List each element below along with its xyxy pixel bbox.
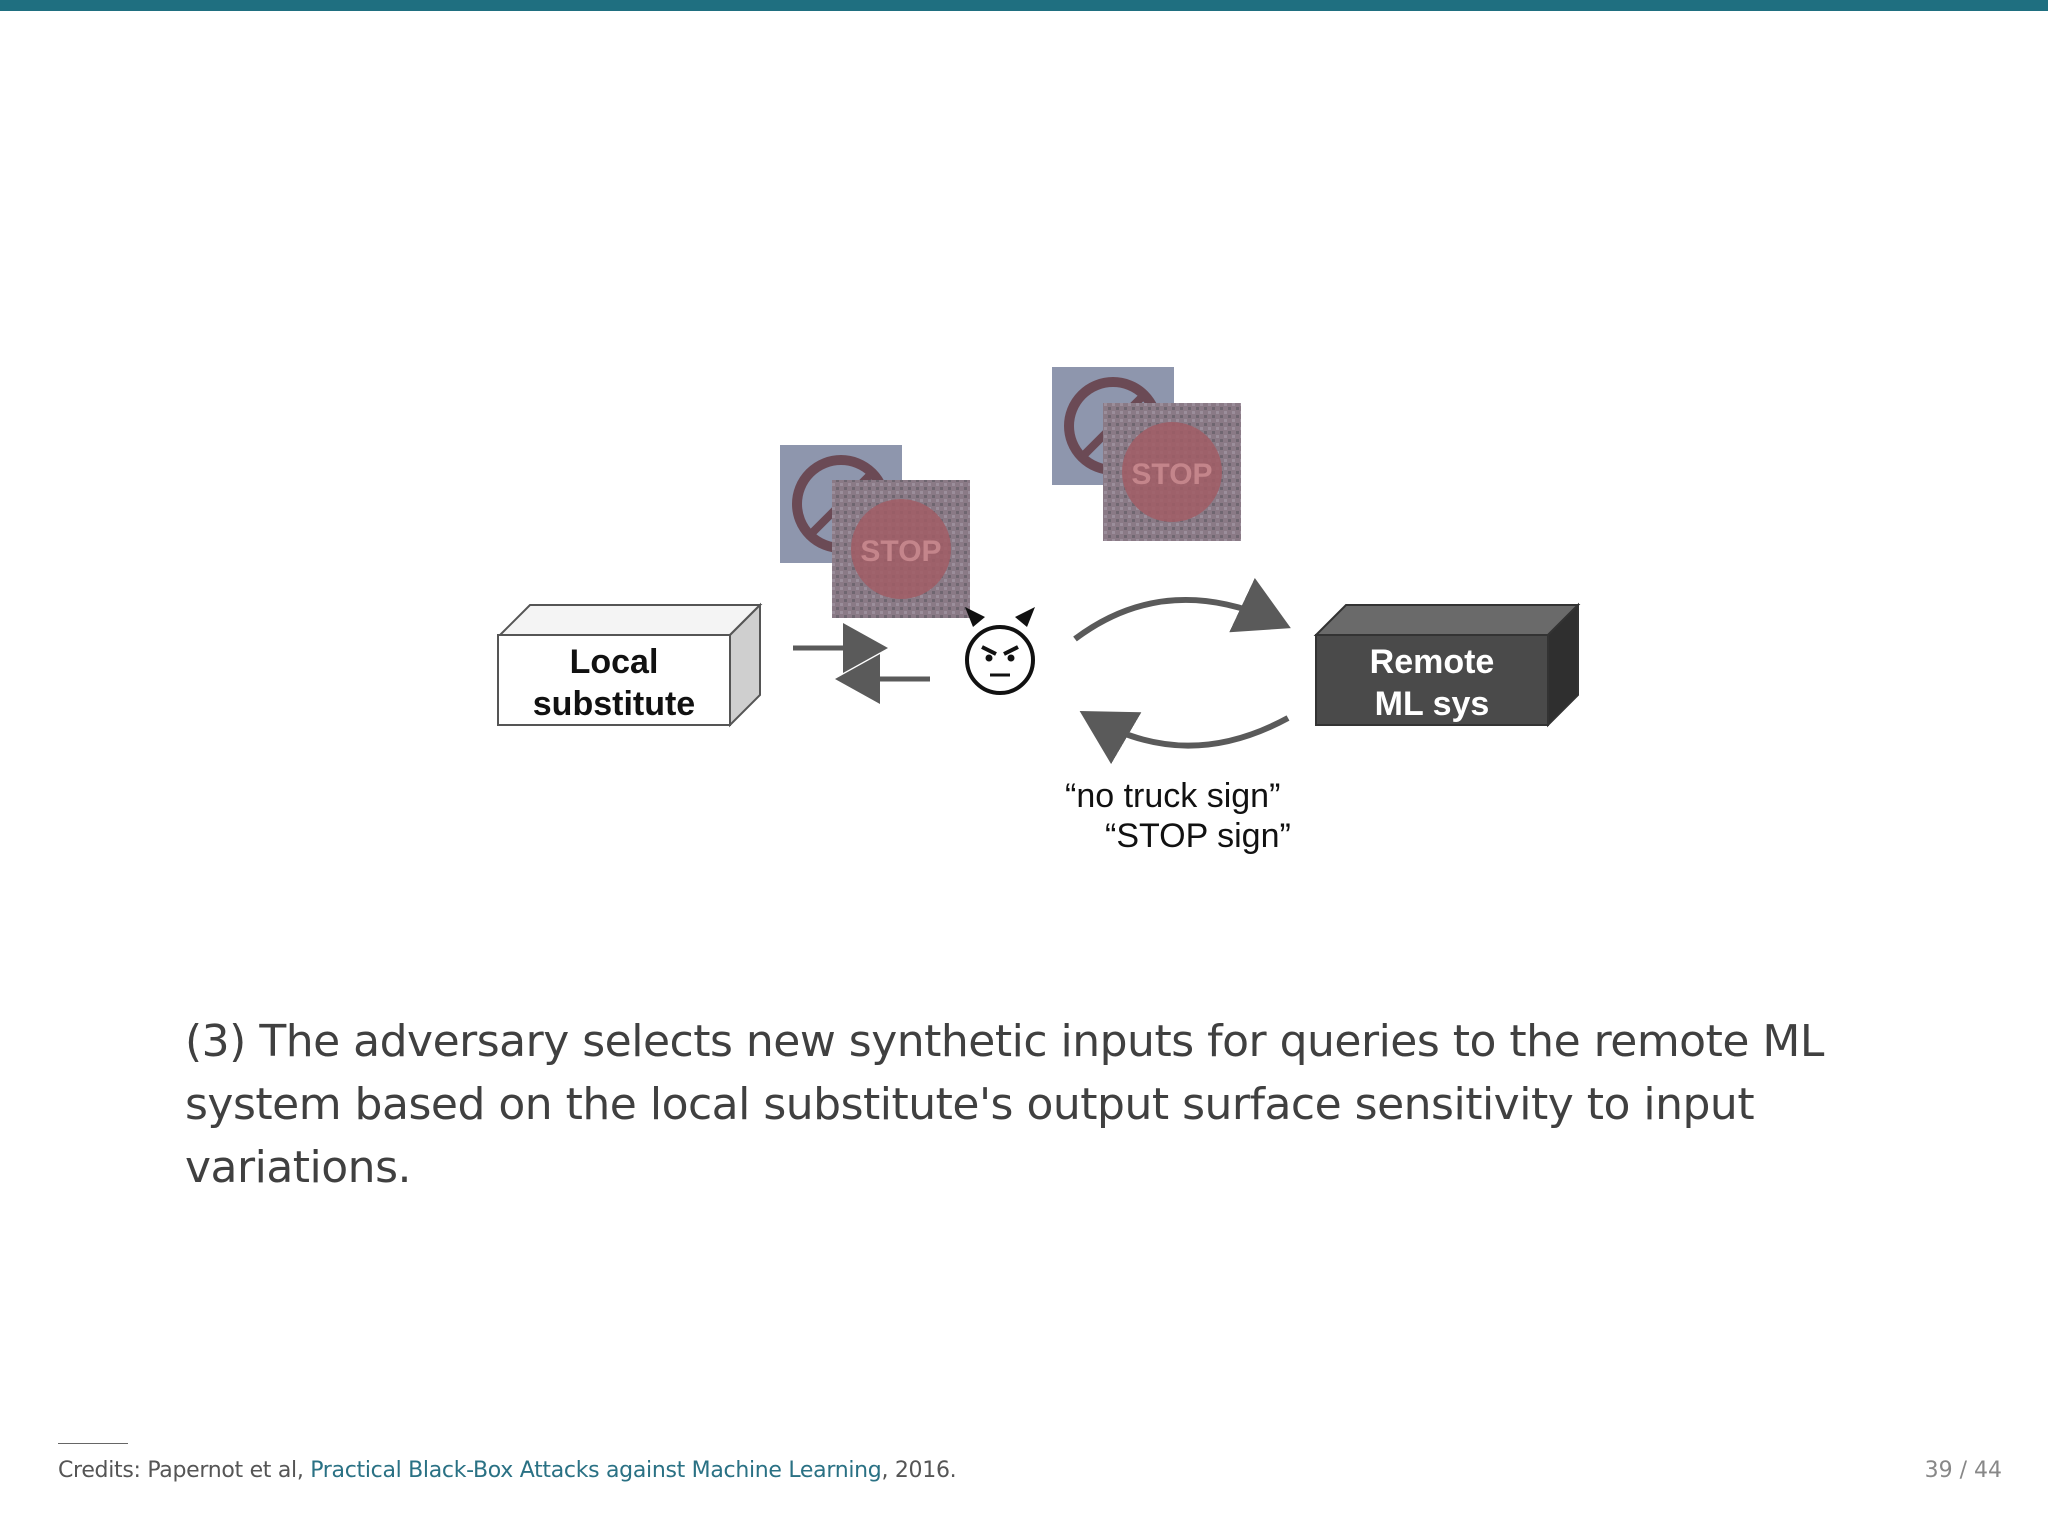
footnote-rule: [58, 1443, 128, 1444]
exchange-arrows: [793, 623, 930, 704]
diagram-svg: Local substitute STOP: [497, 367, 1581, 855]
remote-ml-box: Remote ML sys: [1313, 602, 1581, 728]
attack-diagram: Local substitute STOP: [480, 355, 1600, 875]
svg-text:STOP: STOP: [860, 535, 941, 568]
response-label-1: “no truck sign”: [1065, 777, 1280, 815]
paper-link[interactable]: Practical Black-Box Attacks against Mach…: [310, 1458, 882, 1483]
credits-footnote: Credits: Papernot et al, Practical Black…: [58, 1458, 957, 1483]
query-arrows: [1073, 577, 1291, 765]
local-substitute-box: Local substitute: [497, 602, 763, 728]
top-accent-bar: [0, 0, 2048, 11]
adversary-devil-icon: [965, 607, 1035, 695]
remote-label-line2: ML sys: [1375, 685, 1490, 723]
local-label-line1: Local: [570, 643, 659, 681]
synthetic-images-right: STOP: [1052, 367, 1241, 541]
page-number: 39 / 44: [1924, 1458, 2002, 1483]
response-label-2: “STOP sign”: [1105, 817, 1291, 855]
local-label-line2: substitute: [533, 685, 695, 723]
svg-text:STOP: STOP: [1131, 458, 1212, 491]
credits-prefix: Credits: Papernot et al,: [58, 1458, 311, 1483]
synthetic-images-left: STOP: [780, 445, 970, 618]
credits-suffix: , 2016.: [881, 1458, 957, 1483]
slide-caption: (3) The adversary selects new synthetic …: [185, 1016, 1824, 1193]
remote-label-line1: Remote: [1370, 643, 1495, 681]
